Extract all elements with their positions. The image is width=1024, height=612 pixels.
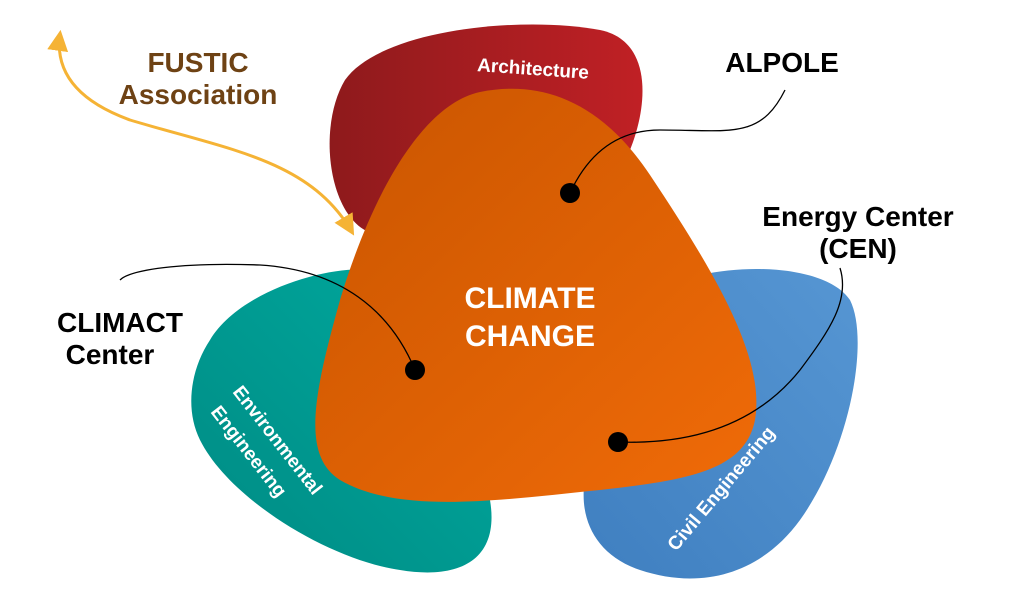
climate-change-shape <box>315 88 757 502</box>
energy-center-label-line2: (CEN) <box>819 233 897 264</box>
climact-connector <box>119 263 416 371</box>
fustic-arrow <box>47 29 355 236</box>
center-title-line2: CHANGE <box>465 320 595 353</box>
center-title-line1: CLIMATE <box>464 282 595 315</box>
alpole-connector <box>569 89 786 194</box>
alpole-label: ALPOLE <box>725 47 839 78</box>
climact-label-line1: CLIMACT <box>57 307 183 338</box>
alpole-dot <box>560 183 580 203</box>
energy-center-dot <box>608 432 628 452</box>
energy-center-connector <box>617 267 844 443</box>
fustic-label-line1: FUSTIC <box>147 47 248 78</box>
energy-center-label-line1: Energy Center <box>762 201 953 232</box>
fustic-label-line2: Association <box>119 79 278 110</box>
climact-label-line2: Center <box>66 339 155 370</box>
climact-dot <box>405 360 425 380</box>
